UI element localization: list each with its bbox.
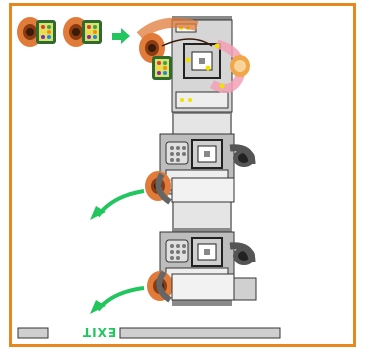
exit-sign: EXIT [74,325,124,339]
active-shopper-icon [139,33,172,80]
bagging-area [172,178,234,202]
queue-person-icon [63,17,102,47]
checkout-counter-icon [172,20,232,112]
green-arrow-exit-icon [90,288,144,314]
queue-person-icon [17,17,56,47]
game-frame: EXIT [9,3,356,347]
cashier-icon [230,55,250,77]
bagging-area [172,274,234,300]
exit-wall-right [120,328,280,338]
green-arrow-right-icon [112,28,130,44]
checkout-scene [12,6,356,347]
exit-wall-left [18,328,48,338]
green-arrow-exit-icon [90,191,144,220]
